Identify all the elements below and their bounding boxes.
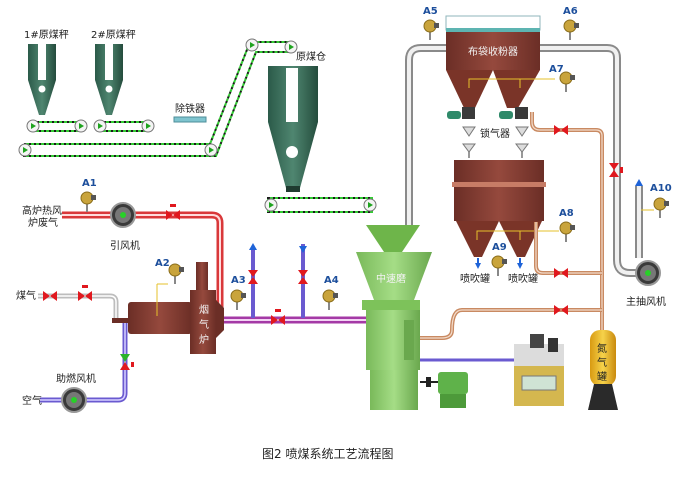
gas-valve-2[interactable]	[78, 291, 92, 301]
main-exhaust-fan[interactable]	[635, 260, 661, 286]
sensor-a2-tag: A2	[155, 258, 170, 269]
hot-gas-source-label-1: 高炉热风	[22, 204, 62, 217]
nitrogen-pipes	[420, 112, 604, 340]
flue-gas-valve-actuator	[275, 309, 281, 312]
raw-coal-bin	[268, 66, 318, 192]
iron-remover-label: 除铁器	[175, 102, 205, 115]
figure-caption: 图2 喷煤系统工艺流程图	[262, 446, 393, 461]
sensor-a8-tag: A8	[559, 208, 574, 219]
flue-gas-furnace-label-2: 气	[199, 318, 209, 331]
nitrogen-valve-injection[interactable]	[554, 268, 568, 278]
raw-coal-scale-2	[95, 44, 123, 115]
conveyor-bin-to-mill	[264, 197, 377, 213]
sensor-a10-tag: A10	[650, 183, 672, 194]
raw-coal-bin-label: 原煤仓	[296, 50, 326, 63]
mill-motor	[420, 372, 468, 408]
main-gas-duct	[405, 44, 643, 277]
sensor-a5-icon	[423, 19, 440, 41]
injection-tank-1-label: 喷吹罐	[460, 272, 490, 285]
induced-fan-label: 引风机	[110, 239, 140, 252]
sensor-a2-icon	[168, 263, 185, 285]
hot-gas-valve-actuator	[170, 204, 176, 207]
combustion-fan[interactable]	[61, 387, 87, 413]
sensor-a5-tag: A5	[423, 6, 438, 17]
vent-valve-1[interactable]	[248, 270, 258, 284]
hot-gas-source-label-2: 炉废气	[28, 216, 58, 229]
main-duct-valve-actuator	[620, 167, 623, 173]
sensor-a10-icon	[653, 197, 670, 219]
medium-speed-mill	[356, 225, 432, 410]
air-pipe	[40, 322, 128, 403]
nitrogen-tank	[588, 330, 618, 410]
gas-inlet-label: 煤气	[16, 289, 36, 302]
bag-filter	[445, 15, 555, 158]
scale-1-label: 1#原煤秤	[24, 28, 69, 41]
bag-filter-label: 布袋收粉器	[468, 45, 518, 58]
main-belt-conveyor	[18, 38, 298, 157]
combustion-fan-label: 助燃风机	[56, 372, 96, 385]
sensor-a3-icon	[230, 289, 247, 311]
flue-gas-furnace-label-1: 烟	[199, 303, 209, 316]
sensor-a7-tag: A7	[549, 64, 564, 75]
pulverized-coal-bin	[452, 160, 559, 269]
mill-label: 中速磨	[376, 272, 406, 285]
sensor-a4-icon	[322, 289, 339, 311]
flue-gas-furnace-label-3: 炉	[199, 334, 209, 346]
sensor-a9-icon	[491, 255, 508, 277]
hydraulic-station	[420, 334, 564, 406]
sensor-a1-tag: A1	[82, 178, 97, 189]
hot-gas-pipe	[62, 211, 224, 318]
conveyor-scale-2	[93, 119, 155, 133]
scale-2-label: 2#原煤秤	[91, 28, 136, 41]
sensor-a6-icon	[563, 19, 580, 41]
conveyor-scale-1	[26, 119, 88, 133]
cold-air-valve[interactable]	[298, 270, 308, 284]
sensor-a3-tag: A3	[231, 275, 246, 286]
iron-remover	[173, 116, 207, 123]
sensor-a1-icon	[80, 191, 97, 213]
lock-valve-label: 锁气器	[480, 127, 510, 140]
cold-air-vent-pipe	[249, 243, 257, 318]
nitrogen-valve-bag-filter[interactable]	[554, 125, 568, 135]
air-valve[interactable]	[120, 354, 134, 370]
gas-pipe	[38, 293, 119, 320]
sensor-a7-icon	[559, 71, 576, 93]
injection-tank-2-label: 喷吹罐	[508, 272, 538, 285]
gas-valve-1[interactable]	[43, 291, 57, 301]
induced-fan[interactable]	[110, 202, 136, 228]
sensor-a6-tag: A6	[563, 6, 578, 17]
main-exhaust-fan-label: 主抽风机	[626, 295, 666, 308]
raw-coal-scale-1	[28, 44, 56, 115]
nitrogen-tank-label-1: 氮	[597, 342, 607, 355]
flue-gas-furnace	[112, 262, 224, 354]
sensor-a8-icon	[559, 221, 576, 243]
gas-valve-2-actuator	[82, 285, 88, 288]
nitrogen-tank-label-2: 气	[597, 356, 607, 369]
sensor-a4-tag: A4	[324, 275, 339, 286]
nitrogen-tank-label-3: 罐	[597, 370, 607, 383]
air-inlet-label: 空气	[22, 394, 42, 407]
nitrogen-valve-mill[interactable]	[554, 305, 568, 315]
sensor-a9-tag: A9	[492, 242, 507, 253]
